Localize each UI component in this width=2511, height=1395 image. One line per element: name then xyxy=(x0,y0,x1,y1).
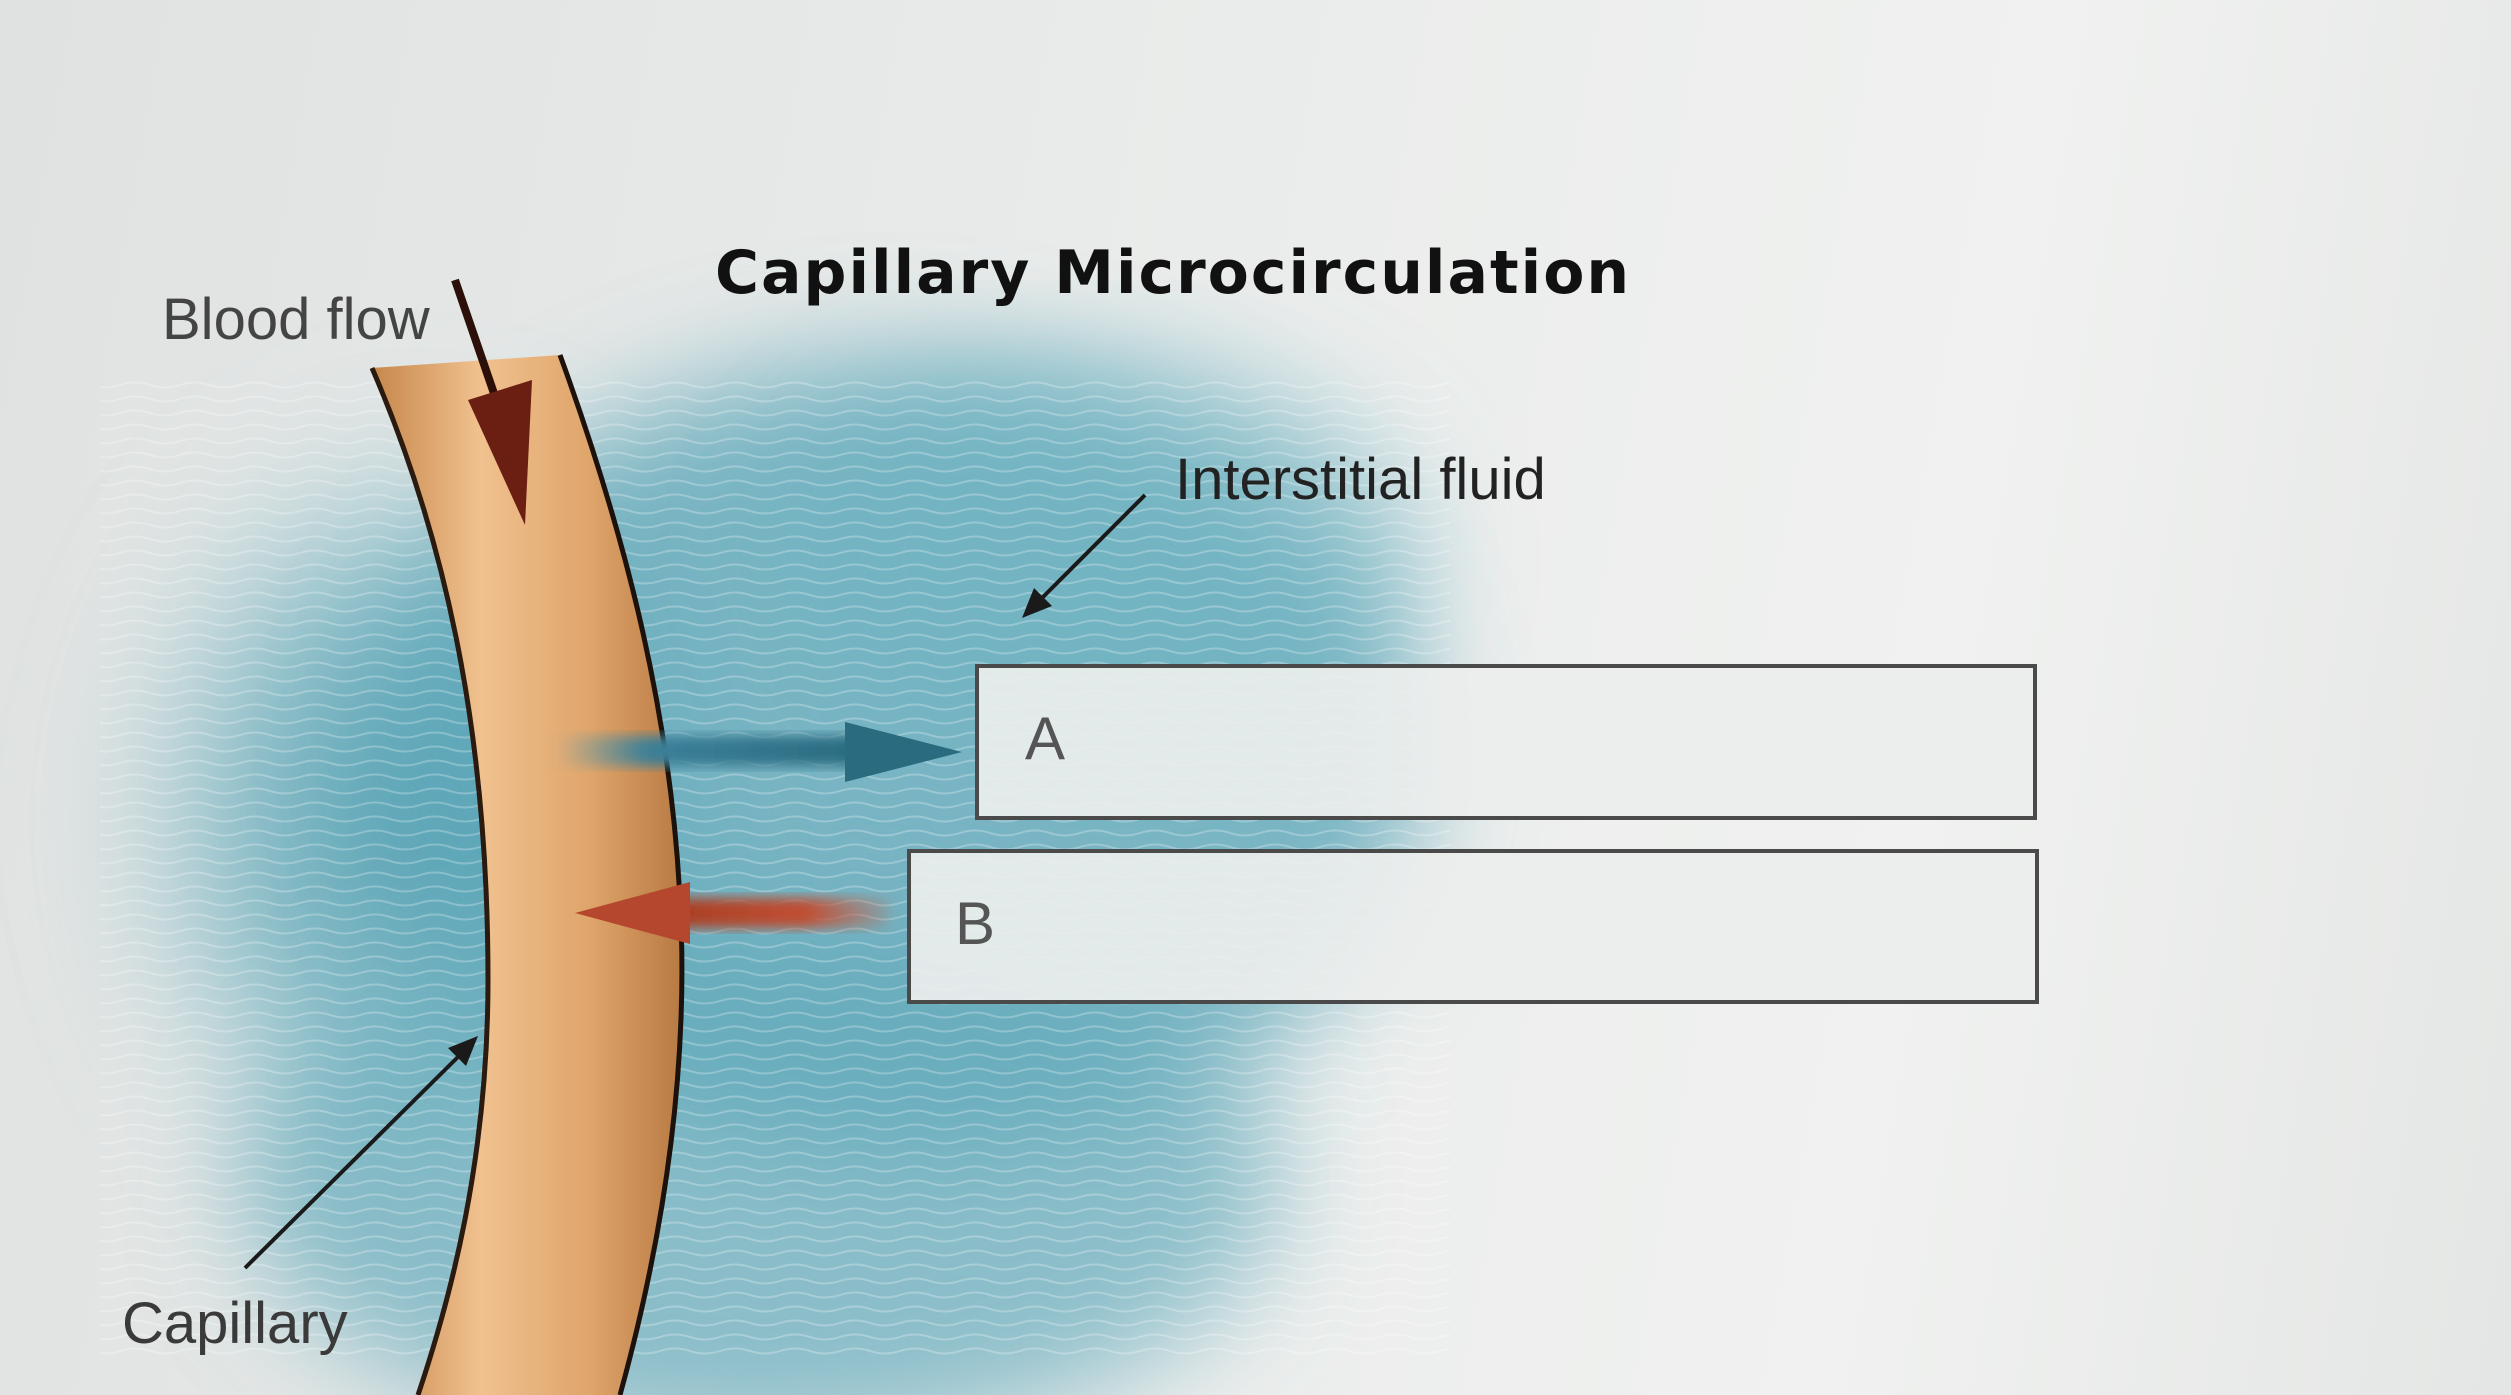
blood-flow-label: Blood flow xyxy=(162,287,430,352)
capillary-label: Capillary xyxy=(122,1291,348,1356)
outward-arrow-a xyxy=(555,722,962,782)
answer-box-b[interactable]: B xyxy=(907,849,2039,1004)
blood-flow-arrow xyxy=(451,278,532,525)
interstitial-pointer xyxy=(1022,493,1147,618)
answer-box-a[interactable]: A xyxy=(975,664,2037,820)
answer-box-b-letter: B xyxy=(955,890,996,957)
interstitial-fluid-label: Interstitial fluid xyxy=(1175,447,1546,512)
answer-box-a-letter: A xyxy=(1025,705,1066,772)
capillary-pointer xyxy=(243,1036,478,1270)
diagram-title: Capillary Microcirculation xyxy=(715,238,1632,308)
inward-arrow-b xyxy=(575,882,890,944)
